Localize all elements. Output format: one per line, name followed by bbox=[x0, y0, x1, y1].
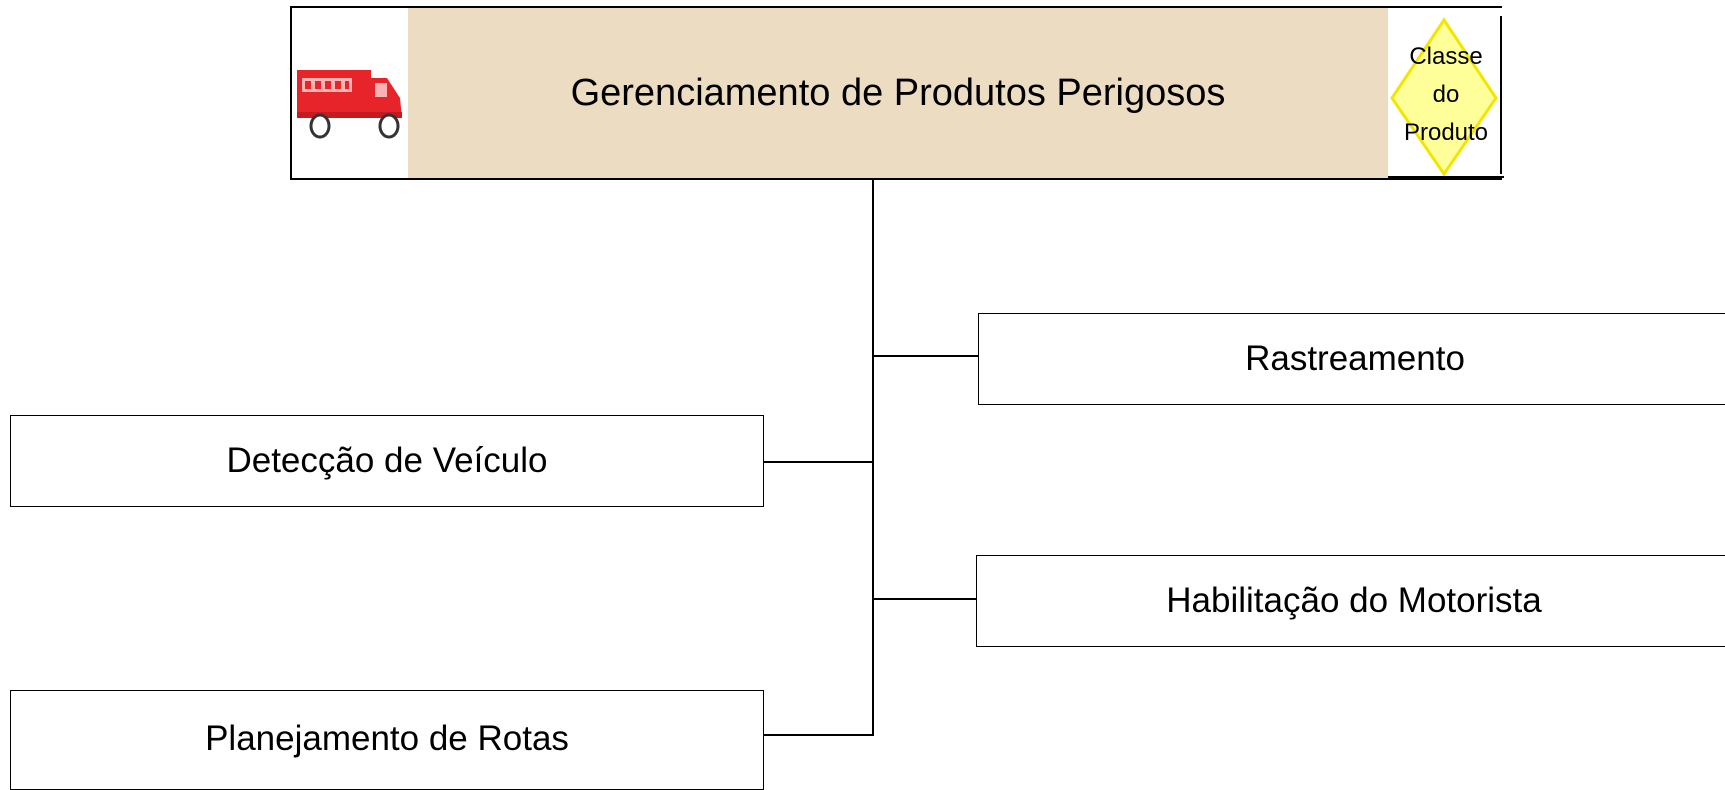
trunk-line bbox=[872, 180, 874, 736]
connector-habilitacao bbox=[872, 598, 978, 600]
node-planejamento-de-rotas: Planejamento de Rotas bbox=[10, 690, 764, 790]
product-class-badge: Classe do Produto bbox=[1388, 8, 1504, 178]
node-habilitacao-do-motorista: Habilitação do Motorista bbox=[976, 555, 1725, 647]
connector-deteccao bbox=[764, 461, 874, 463]
hazard-diamond-icon bbox=[1390, 17, 1498, 177]
connector-rastreamento bbox=[872, 355, 978, 357]
header-bar: Gerenciamento de Produtos Perigosos Clas… bbox=[290, 6, 1504, 180]
diagram-title: Gerenciamento de Produtos Perigosos bbox=[408, 8, 1389, 178]
product-class-label: Classe do Produto bbox=[1403, 43, 1489, 146]
badge-bottom-border bbox=[1388, 176, 1504, 178]
truck-cell bbox=[292, 8, 410, 178]
fire-truck-icon bbox=[297, 70, 402, 139]
node-rastreamento: Rastreamento bbox=[978, 313, 1725, 405]
connector-planejamento bbox=[764, 734, 874, 736]
node-deteccao-de-veiculo: Detecção de Veículo bbox=[10, 415, 764, 507]
badge-right-border bbox=[1500, 16, 1502, 174]
